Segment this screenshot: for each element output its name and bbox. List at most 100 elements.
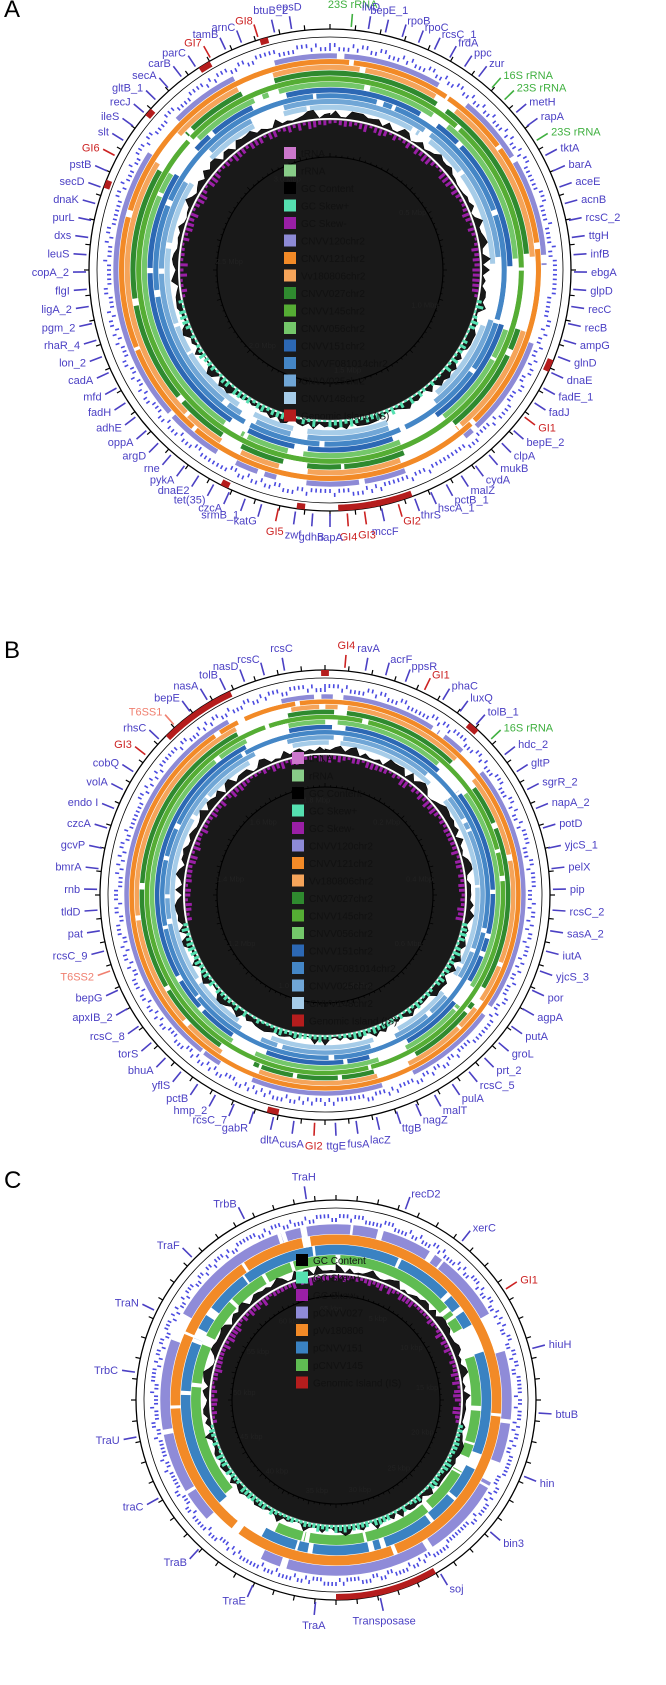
cds-feature bbox=[544, 310, 550, 313]
track-gap bbox=[446, 1491, 457, 1501]
cds-feature bbox=[422, 713, 426, 718]
cds-feature bbox=[122, 359, 127, 364]
cds-feature bbox=[213, 1264, 218, 1269]
track-gap bbox=[434, 101, 449, 114]
gc-skew-negative bbox=[186, 222, 195, 228]
cds-feature bbox=[493, 1481, 498, 1486]
axis-tick bbox=[240, 197, 243, 200]
track-gap bbox=[473, 998, 484, 1010]
backbone-tick bbox=[146, 430, 152, 436]
cds-feature bbox=[181, 438, 185, 443]
gc-skew-positive bbox=[255, 1497, 261, 1503]
gc-skew-positive bbox=[210, 1424, 215, 1429]
gene-label-gene: pelX bbox=[568, 862, 591, 874]
gc-skew-negative bbox=[213, 1372, 219, 1377]
track-gap bbox=[204, 794, 212, 801]
cds-feature bbox=[496, 777, 502, 782]
legend-swatch bbox=[284, 164, 296, 177]
cds-feature bbox=[509, 1439, 514, 1443]
gc-skew-negative bbox=[422, 800, 431, 808]
legend-label: GC Skew+ bbox=[309, 807, 357, 818]
axis-tick bbox=[418, 838, 423, 842]
gc-skew-negative bbox=[190, 212, 199, 219]
gc-skew-negative bbox=[222, 1343, 231, 1350]
legend-swatch bbox=[284, 339, 296, 352]
track-gap bbox=[229, 417, 250, 434]
backbone-tick bbox=[105, 367, 111, 371]
gene-label-gene: rpoB bbox=[407, 16, 430, 28]
axis-tick bbox=[362, 1295, 365, 1300]
cds-feature bbox=[146, 1005, 151, 1009]
axis-tick bbox=[235, 958, 238, 960]
gene-leader-line bbox=[110, 782, 124, 791]
gene-leader-line bbox=[379, 1597, 385, 1611]
axis-tick bbox=[255, 978, 258, 981]
gene-leader-line bbox=[101, 802, 115, 810]
gene-label-gene: rhaR_4 bbox=[44, 340, 80, 352]
gc-skew-negative bbox=[186, 874, 192, 878]
gene-label-gene: copA_2 bbox=[32, 267, 69, 279]
axis-tick bbox=[235, 1366, 238, 1369]
cds-feature bbox=[278, 483, 281, 488]
track-gap bbox=[219, 1049, 261, 1074]
gc-skew-positive bbox=[397, 1012, 404, 1020]
cds-feature bbox=[362, 691, 365, 696]
gene-label-gene: gdhB bbox=[299, 531, 325, 543]
axis-tick-label: 0.4 Mbp bbox=[406, 874, 433, 883]
gc-skew-positive bbox=[456, 941, 460, 946]
gene-leader-line bbox=[208, 1094, 217, 1107]
cds-feature bbox=[365, 485, 368, 491]
cds-feature bbox=[371, 689, 374, 694]
track-gap bbox=[185, 1485, 197, 1495]
axis-tick bbox=[392, 809, 395, 812]
gc-skew-negative bbox=[351, 757, 356, 764]
cds-feature bbox=[487, 1491, 493, 1495]
gc-skew-positive bbox=[212, 1441, 220, 1447]
cds-feature bbox=[129, 826, 134, 829]
cds-feature bbox=[156, 1428, 161, 1432]
cds-feature bbox=[111, 222, 116, 226]
cds-feature bbox=[438, 459, 443, 464]
axis-tick bbox=[271, 367, 274, 372]
track-gap bbox=[436, 768, 460, 794]
legend-label: CNVV025chr2 bbox=[309, 982, 373, 993]
backbone-tick bbox=[303, 25, 306, 31]
cds-feature bbox=[244, 1081, 248, 1087]
gc-skew-negative bbox=[449, 841, 456, 846]
gc-skew-negative bbox=[181, 288, 188, 293]
cds-feature bbox=[495, 1486, 500, 1491]
gc-skew-positive bbox=[232, 1475, 239, 1482]
axis-tick bbox=[437, 234, 440, 236]
axis-tick bbox=[373, 991, 376, 994]
gc-skew-positive bbox=[431, 983, 435, 988]
cds-feature bbox=[268, 1230, 272, 1235]
gene-leader-line bbox=[552, 909, 566, 912]
gc-skew-positive bbox=[269, 1024, 274, 1029]
cds-feature bbox=[242, 1238, 246, 1243]
axis-tick bbox=[290, 997, 292, 1000]
gene-label-gene: btuB_2 bbox=[253, 5, 288, 17]
gc-skew-negative bbox=[219, 1351, 225, 1357]
gc-skew-positive bbox=[214, 983, 219, 988]
gc-skew-positive bbox=[217, 1445, 221, 1450]
cds-feature bbox=[116, 863, 121, 866]
gene-label-gene: rcsC_9 bbox=[53, 950, 88, 962]
gc-skew-positive bbox=[343, 1524, 347, 1533]
gene-leader-line bbox=[260, 662, 266, 676]
legend-label: pCNVV151 bbox=[313, 1344, 363, 1355]
gene-leader-line bbox=[364, 657, 369, 671]
axis-tick bbox=[236, 1361, 240, 1364]
track-gap bbox=[348, 59, 355, 66]
backbone-tick bbox=[491, 740, 497, 745]
gene-label-island: GI4 bbox=[340, 531, 358, 543]
gc-skew-baseline bbox=[210, 1274, 462, 1526]
legend-label: GC Skew- bbox=[309, 824, 355, 835]
cds-feature bbox=[510, 800, 515, 804]
cds-feature bbox=[249, 1234, 253, 1240]
backbone-tick bbox=[356, 1598, 359, 1604]
gene-leader-line bbox=[334, 1122, 337, 1136]
track-gap bbox=[235, 712, 289, 737]
cds-feature bbox=[495, 1478, 500, 1482]
